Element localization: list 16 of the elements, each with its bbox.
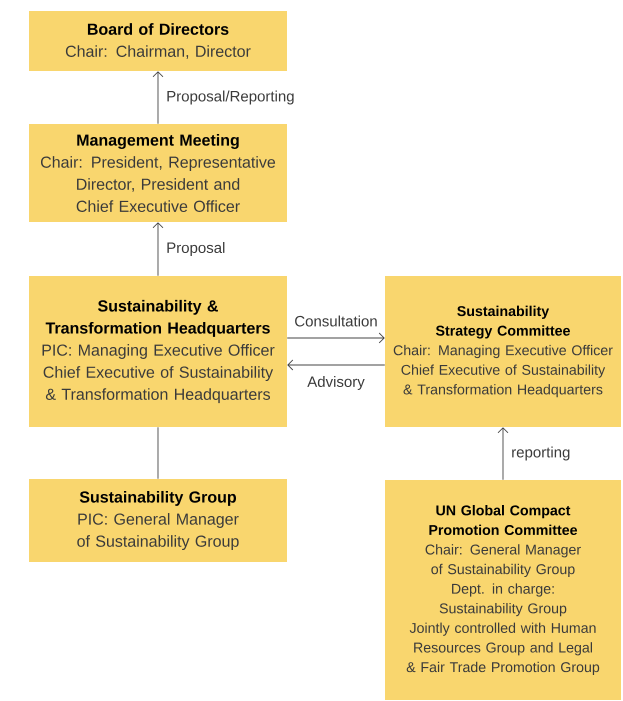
- edge-label: reporting: [510, 446, 572, 462]
- org-box: Sustainability Group PIC: General Manager of Sustainability Group: [29, 479, 287, 562]
- org-box: UN Global Compact Promotion Committee Chair: General Manager of Sustainability Group Dept. in charge: Sustainability Group Jointly controlled with Human Resources Group and Legal & Fair Trade Promotion Group: [385, 480, 621, 700]
- arrow: [152, 71, 164, 124]
- edge-label: Proposal: [165, 241, 226, 257]
- edge-label: Consultation: [293, 314, 379, 328]
- org-box: Sustainability Strategy Committee Chair: Managing Executive Officer Chief Executive of Sustainability & Transformation Headquarters: [385, 276, 621, 427]
- org-box: Board of Directors Chair: Chairman, Director: [29, 11, 287, 71]
- arrow: [498, 427, 508, 480]
- org-box: Sustainability & Transformation Headquarters PIC: Managing Executive Officer Chief Executive of Sustainability & Transformation Headquarters: [29, 276, 287, 427]
- arrow: [287, 360, 386, 370]
- arrow: [152, 222, 164, 276]
- arrow: [286, 332, 385, 344]
- edge-label: Proposal/Reporting: [165, 90, 296, 106]
- edge-label: Advisory: [306, 375, 366, 391]
- org-box: Management Meeting Chair: President, Representative Director, President and Chief Executive Officer: [29, 124, 287, 222]
